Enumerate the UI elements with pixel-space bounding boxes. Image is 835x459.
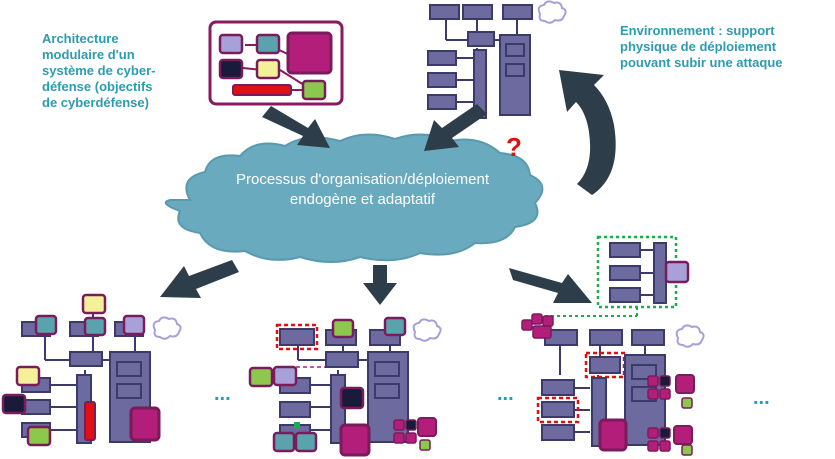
environment-label: Environnement : support physique de dépl…: [620, 23, 783, 70]
deployment-left: [1, 293, 182, 447]
arrow-cloud-to-environment: [559, 70, 616, 195]
flow-arrows: [160, 70, 616, 305]
ellipsis-3: ...: [753, 387, 770, 409]
architecture-label: Architecture modulaire d'un système de c…: [42, 31, 156, 110]
architecture-module-box: [208, 20, 344, 106]
process-cloud: [164, 133, 544, 263]
attack-question-mark: ?: [506, 132, 522, 162]
deployment-right: [521, 235, 705, 456]
arrow-cloud-to-left: [160, 260, 239, 298]
arrow-cloud-to-right: [509, 268, 592, 303]
process-label: Processus d'organisation/déploiement end…: [235, 171, 489, 208]
ellipsis-2: ...: [497, 383, 514, 405]
ellipsis-1: ...: [214, 383, 231, 405]
arrow-arch-to-cloud: [262, 106, 330, 148]
arrow-env-to-cloud: [424, 104, 487, 151]
environment-network: [427, 0, 567, 119]
deployment-middle: [248, 316, 442, 457]
arrow-cloud-to-middle: [363, 265, 397, 305]
